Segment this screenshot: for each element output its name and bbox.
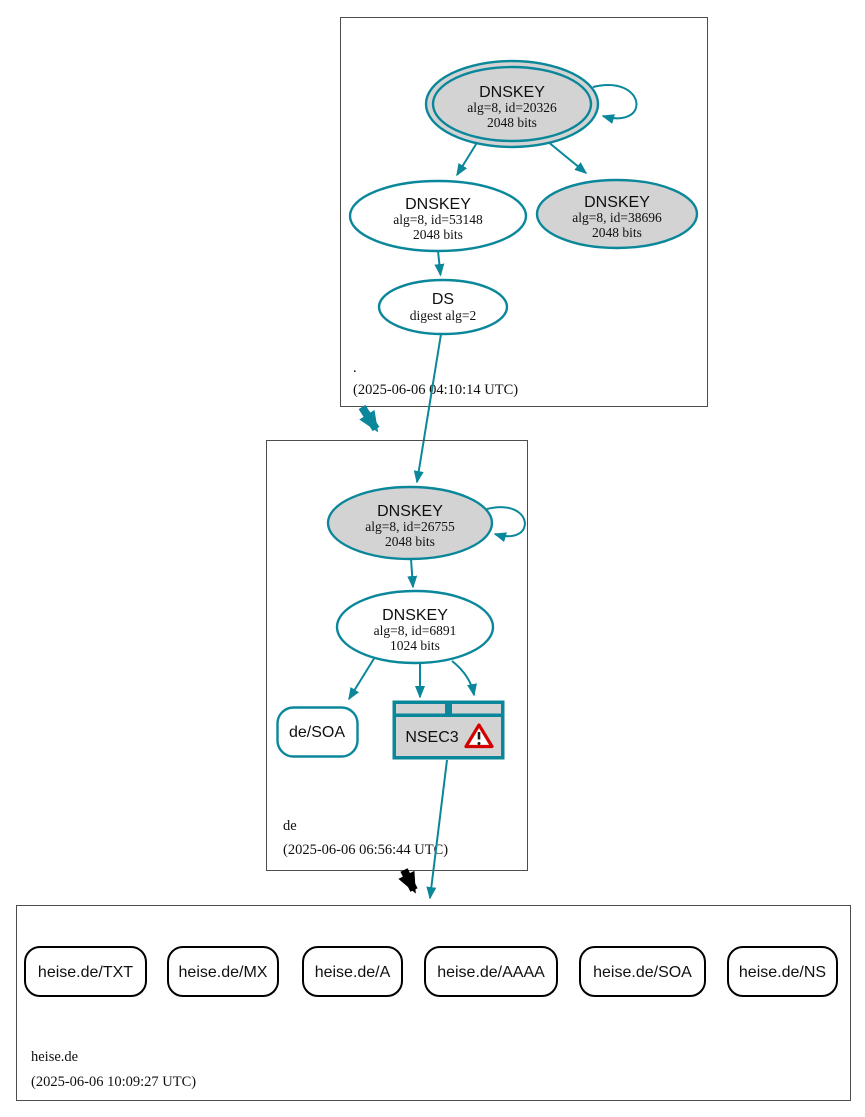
de-soa-label: de/SOA	[289, 724, 345, 741]
root-zone-timestamp: (2025-06-06 04:10:14 UTC)	[353, 382, 518, 398]
heise-zone: heise.de/TXT heise.de/MX heise.de/A heis…	[16, 905, 851, 1101]
root-ksk-outer-ellipse	[424, 59, 600, 149]
warning-icon	[464, 723, 494, 749]
root-key2-node[interactable]: DNSKEY alg=8, id=38696 2048 bits	[535, 178, 699, 250]
edge-root-zsk-to-ds	[434, 250, 445, 277]
edge-root-ksk-to-zsk	[456, 140, 479, 177]
de-soa-rect	[276, 706, 359, 758]
rrset-label-aaaa: heise.de/AAAA	[437, 964, 545, 981]
root-key2-title: DNSKEY	[584, 194, 650, 211]
edge-de-ksk-to-zsk	[407, 558, 418, 589]
rrset-label-ns: heise.de/NS	[739, 964, 826, 981]
root-ksk-bits: 2048 bits	[487, 115, 537, 130]
root-ds-node[interactable]: DS digest alg=2	[377, 278, 509, 336]
rrset-rect-soa	[579, 946, 706, 997]
rrset-label-soa: heise.de/SOA	[593, 964, 692, 981]
de-zsk-bits: 1024 bits	[390, 638, 440, 653]
root-ksk-node[interactable]: DNSKEY alg=8, id=20326 2048 bits	[424, 59, 600, 149]
root-zsk-title: DNSKEY	[405, 196, 471, 213]
root-ds-title: DS	[432, 291, 454, 308]
delegation-de-to-heise-insecure	[398, 868, 418, 894]
rrset-rect-ns	[727, 946, 838, 997]
heise-zone-label: heise.de	[31, 1049, 78, 1065]
root-ksk-title: DNSKEY	[479, 84, 545, 101]
de-zsk-ellipse	[335, 589, 495, 665]
de-zsk-alg: alg=8, id=6891	[374, 623, 457, 638]
root-zsk-ellipse	[348, 179, 528, 253]
root-zsk-node[interactable]: DNSKEY alg=8, id=53148 2048 bits	[348, 179, 528, 253]
de-ksk-self-sign-loop	[486, 506, 526, 542]
edge-root-ds-to-de-ksk	[413, 333, 442, 484]
de-ksk-alg: alg=8, id=26755	[365, 519, 455, 534]
rrset-rect-a	[302, 946, 403, 997]
de-ksk-node[interactable]: DNSKEY alg=8, id=26755 2048 bits	[326, 485, 494, 561]
root-zone: DNSKEY alg=8, id=20326 2048 bits DNSKEY …	[340, 17, 708, 407]
de-zsk-node[interactable]: DNSKEY alg=8, id=6891 1024 bits	[335, 589, 495, 665]
de-zone-label: de	[283, 818, 297, 834]
rrset-rect-mx	[167, 946, 279, 997]
nsec3-header-cell-left	[396, 704, 445, 714]
root-key2-ellipse	[535, 178, 699, 250]
rrset-rect-txt	[24, 946, 147, 997]
rrset-rect-aaaa	[424, 946, 558, 997]
de-ksk-title: DNSKEY	[377, 503, 443, 520]
root-ksk-alg: alg=8, id=20326	[467, 100, 557, 115]
de-zone: DNSKEY alg=8, id=26755 2048 bits DNSKEY …	[266, 440, 528, 871]
rrset-node-soa[interactable]: heise.de/SOA	[579, 946, 706, 997]
rrset-node-txt[interactable]: heise.de/TXT	[24, 946, 147, 997]
de-nsec3-node[interactable]: NSEC3	[392, 700, 505, 760]
rrset-node-mx[interactable]: heise.de/MX	[167, 946, 279, 997]
de-ksk-ellipse	[326, 485, 494, 561]
de-zsk-title: DNSKEY	[382, 607, 448, 624]
rrset-label-txt: heise.de/TXT	[38, 964, 133, 981]
delegation-root-to-de-secure	[358, 404, 380, 433]
de-zone-box	[266, 440, 528, 871]
rrset-node-a[interactable]: heise.de/A	[302, 946, 403, 997]
root-zone-label: .	[353, 360, 357, 376]
root-zone-box	[340, 17, 708, 407]
rrset-label-mx: heise.de/MX	[179, 964, 268, 981]
edge-de-zsk-to-nsec3-right	[451, 660, 477, 697]
rrset-node-ns[interactable]: heise.de/NS	[727, 946, 838, 997]
de-ksk-bits: 2048 bits	[385, 534, 435, 549]
de-soa-node[interactable]: de/SOA	[276, 706, 359, 758]
de-zone-timestamp: (2025-06-06 06:56:44 UTC)	[283, 842, 448, 858]
root-ksk-inner-ellipse	[431, 65, 593, 143]
heise-zone-timestamp: (2025-06-06 10:09:27 UTC)	[31, 1074, 196, 1090]
rrset-node-aaaa[interactable]: heise.de/AAAA	[424, 946, 558, 997]
root-ds-ellipse	[377, 278, 509, 336]
root-key2-alg: alg=8, id=38696	[572, 210, 662, 225]
edge-root-ksk-to-key2	[546, 140, 588, 174]
heise-zone-box	[16, 905, 851, 1101]
root-key2-bits: 2048 bits	[592, 225, 642, 240]
root-ds-detail: digest alg=2	[410, 308, 476, 323]
nsec3-header-cell-right	[452, 704, 501, 714]
root-zsk-bits: 2048 bits	[413, 227, 463, 242]
root-ksk-self-sign-loop	[592, 84, 638, 124]
root-zsk-alg: alg=8, id=53148	[393, 212, 483, 227]
rrset-label-a: heise.de/A	[315, 964, 391, 981]
nsec3-label: NSEC3	[405, 729, 458, 746]
edge-nsec3-to-heise-zone	[426, 759, 448, 900]
edge-de-zsk-to-soa	[348, 656, 376, 701]
